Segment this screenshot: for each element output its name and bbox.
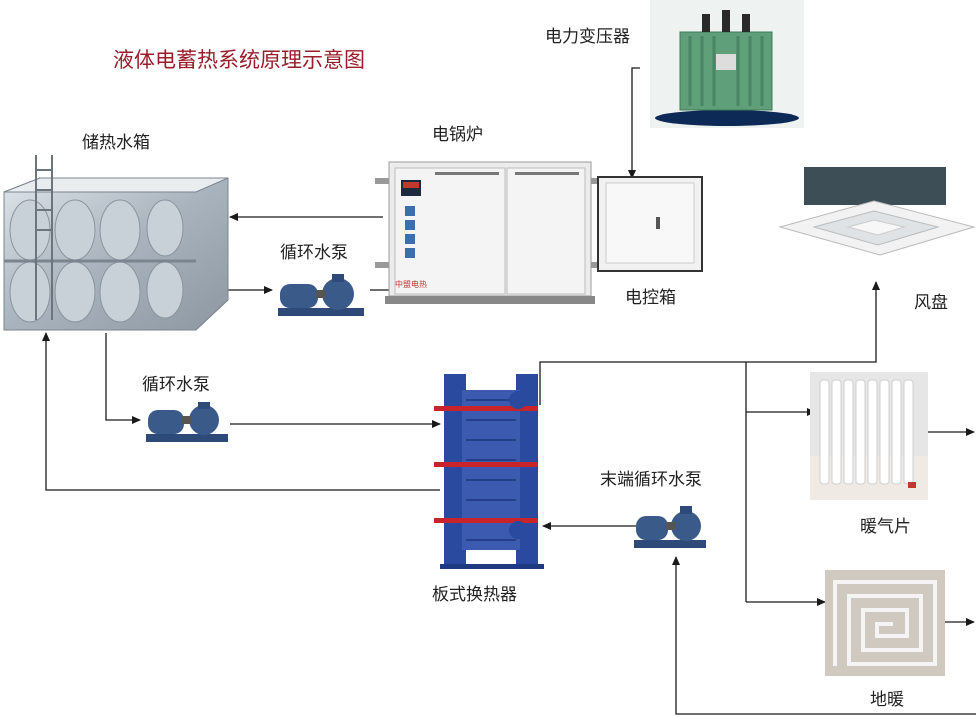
floor-heating-image xyxy=(825,570,945,676)
fan-coil-image xyxy=(778,167,976,256)
pump-mid-label: 循环水泵 xyxy=(142,375,210,395)
end-pump-image xyxy=(634,506,706,548)
control-box-image xyxy=(597,176,703,272)
transformer-label: 电力变压器 xyxy=(545,27,630,47)
tank-label: 储热水箱 xyxy=(82,133,150,153)
pipe-transformer-to-control xyxy=(628,67,640,179)
pipe-exchanger-to-tank xyxy=(42,332,440,491)
electric-boiler: 中盟电热 xyxy=(375,158,605,306)
boiler-brand: 中盟电热 xyxy=(395,280,427,289)
pump-mid-image xyxy=(146,402,228,442)
pipe-return-to-end-pump xyxy=(672,556,976,715)
radiator-image xyxy=(810,372,928,500)
diagram-title: 液体电蓄热系统原理示意图 xyxy=(113,48,365,72)
pipe-tank-to-mid-pump xyxy=(105,333,141,424)
pipe-to-fan-coil xyxy=(539,281,880,405)
heat-exchanger-image xyxy=(434,374,544,569)
end-pump-label: 末端循环水泵 xyxy=(600,470,702,490)
pump-top-label: 循环水泵 xyxy=(280,243,348,263)
transformer-image xyxy=(650,0,804,128)
radiator-label: 暖气片 xyxy=(860,517,911,537)
pump-top-image xyxy=(278,274,364,316)
fan-coil-label: 风盘 xyxy=(914,293,948,313)
boiler-label: 电锅炉 xyxy=(432,125,483,145)
heat-exchanger-label: 板式换热器 xyxy=(432,585,517,605)
storage-tank-image xyxy=(3,155,229,331)
control-box-label: 电控箱 xyxy=(625,288,676,308)
electric-boiler-image xyxy=(375,161,605,304)
floor-heating-label: 地暖 xyxy=(870,690,904,710)
